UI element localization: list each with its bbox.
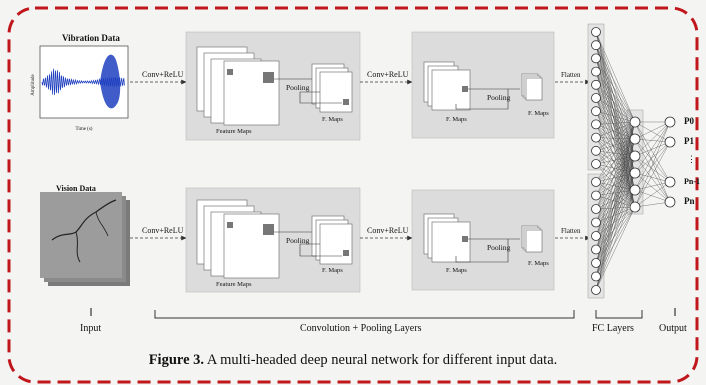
pooling-label-bottom-1: Pooling bbox=[286, 236, 310, 245]
output-ellipsis: ⋮ bbox=[687, 154, 696, 164]
vibration-xlabel: Time (s) bbox=[76, 127, 93, 132]
flatten-neuron bbox=[591, 145, 601, 156]
label-conv-pool: Convolution + Pooling Layers bbox=[300, 323, 422, 334]
flatten-neuron bbox=[591, 40, 601, 51]
flatten-neuron bbox=[591, 66, 601, 77]
label-input: Input bbox=[80, 323, 101, 334]
flatten-neuron bbox=[591, 285, 601, 295]
flatten-neuron bbox=[591, 271, 601, 282]
pooled-maps-bottom-1 bbox=[311, 215, 353, 265]
f-maps-label-top-2: F. Maps bbox=[446, 116, 467, 123]
flatten-neuron bbox=[591, 231, 601, 241]
conv-relu-label-bottom-1: Conv+ReLU bbox=[142, 226, 184, 235]
output-neuron bbox=[664, 136, 676, 148]
flatten-neuron bbox=[591, 190, 601, 201]
output-p0: P0 bbox=[684, 116, 694, 126]
flatten-neuron bbox=[591, 53, 601, 64]
f-maps-label-bottom-2: F. Maps bbox=[446, 267, 467, 274]
output-pn-1: Pn-1 bbox=[684, 177, 700, 186]
vision-image: Vision Data bbox=[40, 184, 130, 286]
hidden-neuron bbox=[629, 184, 641, 196]
vibration-plot: Vibration Data Amplitude Time (s) bbox=[31, 33, 129, 132]
vision-title: Vision Data bbox=[56, 184, 96, 193]
hidden-neuron bbox=[629, 167, 641, 179]
pooled-maps-top-1 bbox=[311, 63, 353, 113]
flatten-neuron bbox=[591, 132, 601, 143]
f-maps-label-bottom-1: F. Maps bbox=[322, 267, 343, 274]
label-fc-layers: FC Layers bbox=[592, 323, 634, 334]
feature-map-stack-bottom-1 bbox=[196, 199, 280, 279]
conv-relu-label-top-1: Conv+ReLU bbox=[142, 70, 184, 79]
feature-maps-label-top: Feature Maps bbox=[216, 128, 252, 135]
caption-text: A multi-headed deep neural network for d… bbox=[204, 352, 558, 368]
output-neuron bbox=[664, 176, 676, 188]
feature-maps-label-bottom: Feature Maps bbox=[216, 281, 252, 288]
output-pn: Pn bbox=[684, 196, 695, 206]
pooling-label-bottom-2: Pooling bbox=[487, 243, 511, 252]
flatten-neuron bbox=[591, 27, 601, 37]
flatten-neuron bbox=[591, 217, 601, 228]
flatten-neuron bbox=[591, 93, 601, 103]
pooled-maps-bottom-2 bbox=[521, 225, 543, 253]
fc-neurons bbox=[591, 27, 676, 295]
flatten-label-top: Flatten bbox=[561, 71, 581, 79]
pooling-label-top-2: Pooling bbox=[487, 93, 511, 102]
flatten-neuron bbox=[591, 258, 601, 268]
pooling-label-top-1: Pooling bbox=[286, 83, 310, 92]
f-maps-label-top-1: F. Maps bbox=[322, 116, 343, 123]
flatten-neuron bbox=[591, 79, 601, 90]
flatten-neuron bbox=[591, 159, 601, 169]
bracket-fc bbox=[595, 310, 643, 319]
conv-relu-label-bottom-2: Conv+ReLU bbox=[367, 226, 409, 235]
fc-connections bbox=[595, 31, 671, 291]
feature-map-stack-bottom-2 bbox=[423, 213, 471, 263]
label-output: Output bbox=[659, 323, 687, 334]
output-neuron bbox=[664, 196, 676, 208]
flatten-neuron bbox=[591, 119, 601, 130]
flatten-neuron bbox=[591, 106, 601, 117]
conv-relu-label-top-2: Conv+ReLU bbox=[367, 70, 409, 79]
output-p1: P1 bbox=[684, 136, 694, 146]
caption-label: Figure 3. bbox=[148, 352, 205, 368]
hidden-neuron bbox=[629, 150, 641, 162]
feature-map-stack-top-1 bbox=[196, 46, 280, 126]
bracket-conv-pool bbox=[154, 310, 575, 319]
hidden-neuron bbox=[629, 116, 641, 128]
flatten-neuron bbox=[591, 244, 601, 255]
feature-map-stack-top-2 bbox=[423, 61, 471, 111]
flatten-neuron bbox=[591, 177, 601, 187]
f-maps-label-bottom-3: F. Maps bbox=[528, 260, 549, 267]
f-maps-label-top-3: F. Maps bbox=[528, 110, 549, 117]
vibration-title: Vibration Data bbox=[62, 33, 120, 43]
figure-caption: Figure 3. A multi-headed deep neural net… bbox=[0, 352, 706, 369]
vibration-ylabel: Amplitude bbox=[31, 74, 36, 96]
flatten-label-bottom: Flatten bbox=[561, 227, 581, 235]
pooled-maps-top-2 bbox=[521, 73, 543, 101]
flatten-neuron bbox=[591, 204, 601, 214]
output-neuron bbox=[664, 116, 676, 128]
hidden-neuron bbox=[629, 201, 641, 213]
hidden-neuron bbox=[629, 133, 641, 145]
